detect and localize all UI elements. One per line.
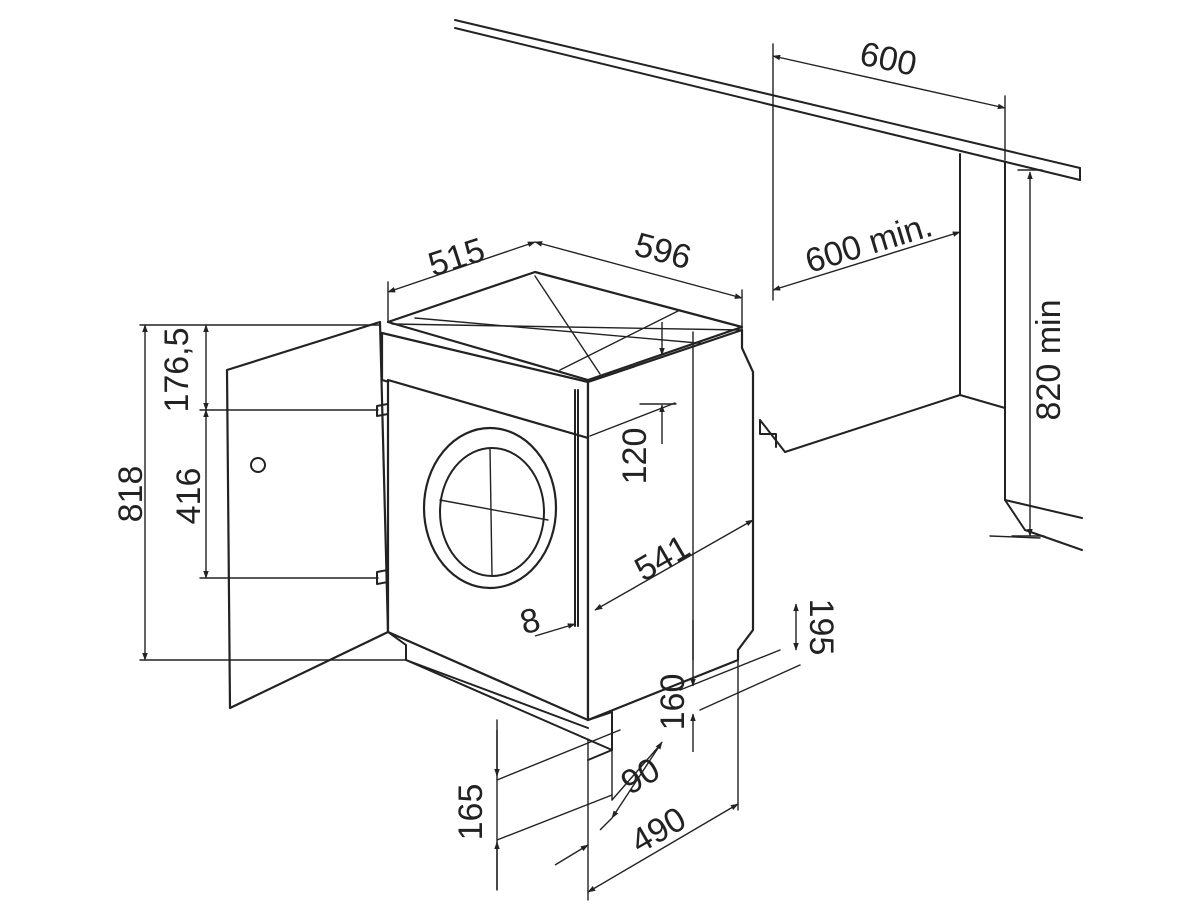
dim-490-line xyxy=(587,803,739,893)
dim-600min-line xyxy=(772,231,961,291)
label-490: 490 xyxy=(624,800,692,861)
label-195: 195 xyxy=(802,599,840,656)
dim-8-line xyxy=(534,623,576,637)
cabinet-door xyxy=(225,320,390,710)
label-165: 165 xyxy=(452,784,490,841)
door-knob-icon xyxy=(250,457,266,473)
label-120: 120 xyxy=(616,428,654,485)
label-818: 818 xyxy=(112,466,150,523)
dim-541-line xyxy=(594,519,754,611)
label-515: 515 xyxy=(424,231,490,285)
dim-600-line xyxy=(772,54,1006,110)
label-160: 160 xyxy=(654,674,692,731)
label-90: 90 xyxy=(615,751,667,803)
dim-596-line xyxy=(534,241,743,299)
dim-515-line xyxy=(387,241,536,293)
countertop xyxy=(454,19,1081,301)
drum-porthole-icon xyxy=(422,426,558,590)
label-820-min: 820 min xyxy=(1030,300,1068,421)
dimension-lines xyxy=(142,54,1033,893)
label-176-5: 176,5 xyxy=(158,327,196,412)
label-600-min: 600 min. xyxy=(801,206,937,280)
label-416: 416 xyxy=(170,468,208,525)
label-596: 596 xyxy=(631,226,696,277)
